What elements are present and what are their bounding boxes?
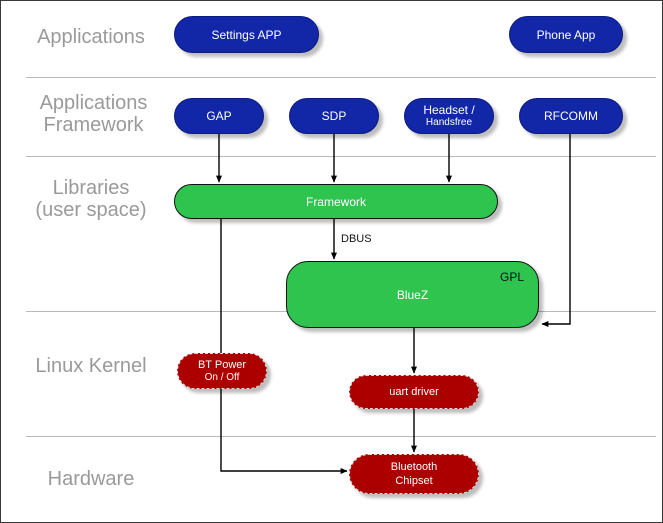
node-settings-app-label: Settings APP: [211, 27, 282, 42]
node-phone-app[interactable]: Phone App: [509, 16, 623, 53]
node-gap-label: GAP: [206, 109, 232, 123]
node-bluez-license-badge: GPL: [499, 270, 524, 284]
edge-label-dbus: DBUS: [341, 233, 372, 245]
wire-rfcomm-to-bluez: [541, 134, 571, 327]
node-headset-handsfree[interactable]: Headset / Handsfree: [404, 98, 494, 134]
node-bt-power-label-line1: BT Power: [197, 359, 247, 371]
node-bluetooth-chipset-label-line2: Chipset: [395, 475, 433, 487]
node-phone-app-label: Phone App: [536, 27, 596, 42]
node-headset-handsfree-label-line2: Handsfree: [425, 117, 473, 128]
node-settings-app[interactable]: Settings APP: [174, 16, 319, 53]
layer-label-libraries: Libraries (user space): [35, 177, 147, 221]
node-bt-power[interactable]: BT Power On / Off: [177, 353, 267, 389]
node-framework[interactable]: Framework: [174, 184, 498, 219]
node-rfcomm-label: RFCOMM: [544, 109, 598, 123]
node-sdp-label: SDP: [321, 109, 347, 123]
layer-label-applications-framework: Applications Framework: [39, 92, 148, 136]
node-gap[interactable]: GAP: [174, 98, 264, 134]
node-bluetooth-chipset-label-line1: Bluetooth: [390, 461, 438, 473]
node-bluez-label: BlueZ: [396, 287, 429, 302]
layer-label-applications: Applications: [37, 26, 145, 48]
node-rfcomm[interactable]: RFCOMM: [519, 98, 623, 134]
layer-label-linux-kernel: Linux Kernel: [35, 355, 147, 377]
divider-linux-kernel: [26, 436, 656, 437]
node-bluetooth-chipset[interactable]: Bluetooth Chipset: [349, 454, 479, 494]
divider-applications: [26, 77, 656, 78]
node-headset-handsfree-label-line1: Headset /: [423, 103, 475, 117]
divider-applications-framework: [26, 156, 656, 157]
wire-framework-to-chipset: [220, 219, 348, 474]
node-uart-driver-label: uart driver: [389, 385, 439, 398]
node-bt-power-label-line2: On / Off: [204, 372, 240, 383]
node-bluez[interactable]: GPL BlueZ: [286, 261, 539, 328]
node-sdp[interactable]: SDP: [289, 98, 379, 134]
layer-label-hardware: Hardware: [47, 468, 135, 490]
node-framework-label: Framework: [305, 194, 366, 209]
node-uart-driver[interactable]: uart driver: [349, 375, 479, 409]
